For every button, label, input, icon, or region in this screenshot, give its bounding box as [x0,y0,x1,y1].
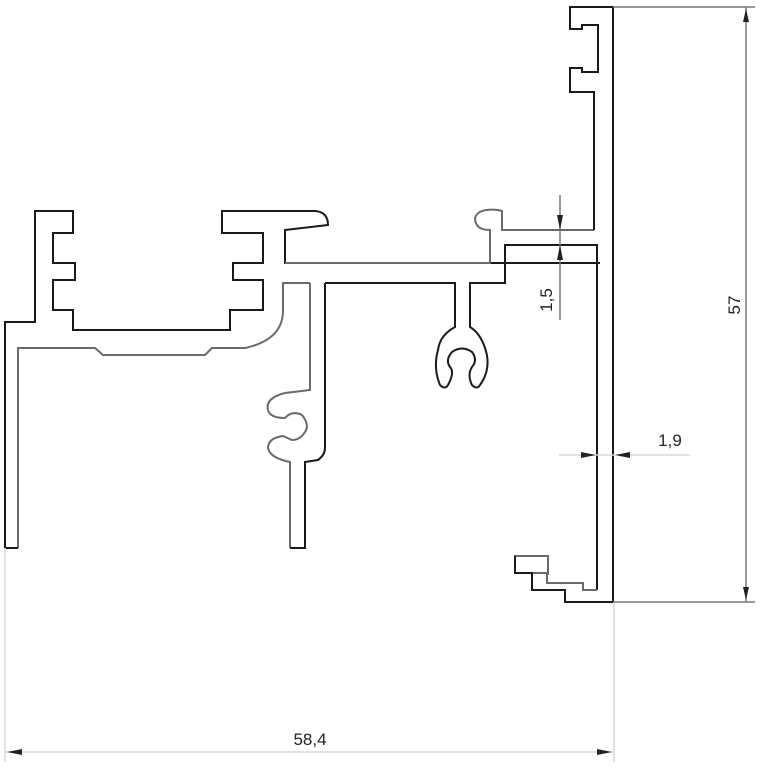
arrow-left-icon [615,452,630,458]
dimension-wall-thickness: 1,9 [559,431,690,458]
web-thickness-label: 1,5 [537,288,556,312]
height-dimension-label: 57 [725,296,744,315]
profile-outline [4,6,614,603]
dimension-web-thickness: 1,5 [537,195,563,320]
arrow-up-icon [557,245,563,260]
extension-lines [4,6,755,762]
arrow-right-icon [581,452,596,458]
dimension-overall-height: 57 [725,7,749,602]
arrow-left-icon [7,749,22,755]
arrow-right-icon [597,749,612,755]
width-dimension-label: 58,4 [293,730,326,749]
arrow-down-icon [743,587,749,600]
arrow-up-icon [743,9,749,22]
arrow-down-icon [557,215,563,230]
wall-thickness-label: 1,9 [658,431,682,450]
dimension-overall-width: 58,4 [5,730,614,755]
